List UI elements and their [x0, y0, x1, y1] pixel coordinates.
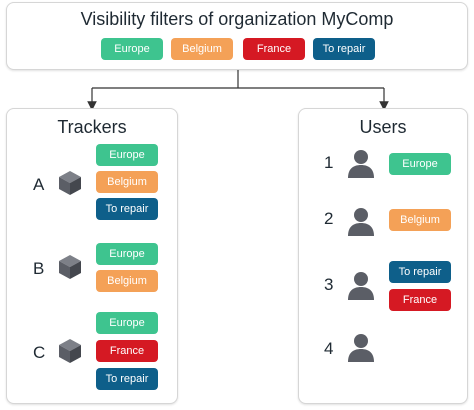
users-title: Users	[359, 117, 407, 137]
tracker-tag-france: France	[96, 340, 158, 362]
tracker-label: B	[33, 259, 45, 278]
tracker-tag-to-repair: To repair	[96, 198, 158, 220]
organization-title: Visibility filters of organization MyCom…	[80, 9, 394, 29]
cube-icon	[59, 339, 81, 363]
user-icon	[348, 208, 374, 236]
user-label: 3	[324, 275, 334, 294]
users-panel: Users 1 Europe 2 Belgium 3 To repair Fra…	[298, 108, 468, 404]
cube-icon	[59, 255, 81, 279]
cube-icon	[59, 171, 81, 195]
tracker-tag-europe: Europe	[96, 312, 158, 334]
user-label: 1	[324, 153, 334, 172]
user-tag-belgium: Belgium	[389, 209, 451, 231]
tracker-tag-to-repair: To repair	[96, 368, 158, 390]
tracker-label: A	[33, 175, 45, 194]
org-tag-europe: Europe	[101, 38, 163, 60]
user-tag-europe: Europe	[389, 153, 451, 175]
tracker-tag-belgium: Belgium	[96, 270, 158, 292]
org-tag-belgium: Belgium	[171, 38, 233, 60]
user-icon	[348, 334, 374, 362]
org-tag-to-repair: To repair	[313, 38, 375, 60]
user-icon	[348, 272, 374, 300]
organization-panel: Visibility filters of organization MyCom…	[6, 2, 468, 70]
org-tag-france: France	[243, 38, 305, 60]
user-label: 2	[324, 209, 334, 228]
tracker-label: C	[33, 343, 46, 362]
user-label: 4	[324, 339, 334, 358]
tracker-tag-europe: Europe	[96, 243, 158, 265]
trackers-title: Trackers	[57, 117, 127, 137]
user-tag-france: France	[389, 289, 451, 311]
tracker-tag-belgium: Belgium	[96, 171, 158, 193]
user-icon	[348, 150, 374, 178]
tracker-tag-europe: Europe	[96, 144, 158, 166]
trackers-panel: Trackers A Europe Belgium To repair B Eu…	[6, 108, 178, 404]
user-tag-to-repair: To repair	[389, 261, 451, 283]
